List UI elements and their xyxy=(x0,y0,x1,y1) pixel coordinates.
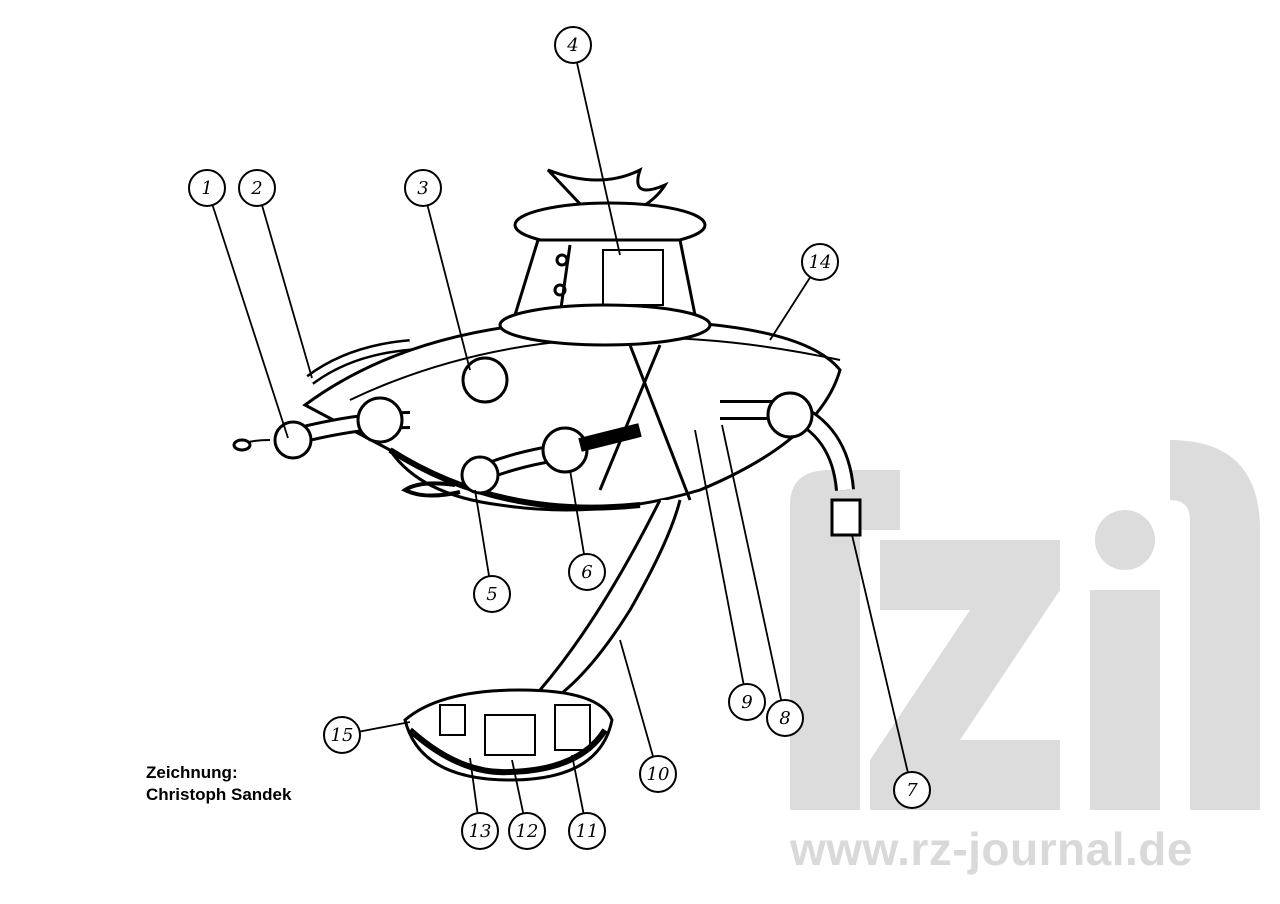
callout-8: 8 xyxy=(721,424,804,737)
callout-14: 14 xyxy=(769,243,839,341)
callout-12: 12 xyxy=(508,759,546,850)
callout-number: 4 xyxy=(566,35,578,56)
callout-circle xyxy=(801,243,839,281)
callout-7: 7 xyxy=(851,534,931,809)
callout-6: 6 xyxy=(568,469,606,591)
credit-author: Christoph Sandek xyxy=(146,785,292,804)
leader-line xyxy=(619,639,654,757)
watermark-logo xyxy=(790,440,1260,810)
callout-number: 6 xyxy=(581,562,592,583)
callout-11: 11 xyxy=(568,754,606,850)
machine-illustration xyxy=(232,167,862,782)
leader-line xyxy=(359,721,411,733)
callout-circle xyxy=(728,683,766,721)
callout-number: 9 xyxy=(741,692,752,713)
callout-circle xyxy=(188,169,226,207)
leader-line xyxy=(261,205,313,379)
leader-line xyxy=(426,205,471,371)
callout-13: 13 xyxy=(461,757,499,850)
leader-line xyxy=(569,469,585,555)
drawing-credit: Zeichnung: Christoph Sandek xyxy=(146,762,291,806)
callout-circle xyxy=(554,26,592,64)
credit-label: Zeichnung: xyxy=(146,763,238,782)
leader-line xyxy=(211,204,289,439)
callout-circle xyxy=(893,771,931,809)
callout-number: 7 xyxy=(906,780,918,801)
leader-line xyxy=(511,759,525,814)
callout-9: 9 xyxy=(694,429,766,721)
callout-3: 3 xyxy=(404,169,471,371)
leader-line xyxy=(851,534,909,773)
leader-line xyxy=(474,489,490,577)
leader-line xyxy=(721,424,783,701)
callout-circle xyxy=(323,716,361,754)
callout-circle xyxy=(568,812,606,850)
callout-number: 12 xyxy=(516,821,539,842)
callout-number: 1 xyxy=(201,178,212,199)
watermark-url: www.rz-journal.de xyxy=(790,823,1193,875)
leader-line xyxy=(576,62,621,256)
leader-line xyxy=(769,276,812,341)
callout-circle xyxy=(508,812,546,850)
callout-number: 14 xyxy=(809,252,832,273)
leader-line xyxy=(571,754,585,814)
callout-circle xyxy=(568,553,606,591)
callout-4: 4 xyxy=(554,26,621,256)
callout-circle xyxy=(639,755,677,793)
callout-circle xyxy=(473,575,511,613)
callout-number: 8 xyxy=(779,708,790,729)
callout-circle xyxy=(404,169,442,207)
callout-number: 13 xyxy=(469,821,492,842)
callout-circle xyxy=(238,169,276,207)
callout-circle xyxy=(766,699,804,737)
callout-number: 3 xyxy=(417,178,428,199)
callout-number: 10 xyxy=(647,764,670,785)
callout-number: 2 xyxy=(250,178,262,199)
leader-line xyxy=(694,429,745,685)
callout-2: 2 xyxy=(238,169,313,379)
callout-number: 11 xyxy=(576,821,599,842)
callout-10: 10 xyxy=(619,639,677,793)
callout-number: 15 xyxy=(331,725,354,746)
leader-line xyxy=(469,757,479,814)
callout-1: 1 xyxy=(188,169,289,439)
callout-15: 15 xyxy=(323,716,411,754)
callout-circle xyxy=(461,812,499,850)
callout-number: 5 xyxy=(486,584,497,605)
callout-5: 5 xyxy=(473,489,511,613)
